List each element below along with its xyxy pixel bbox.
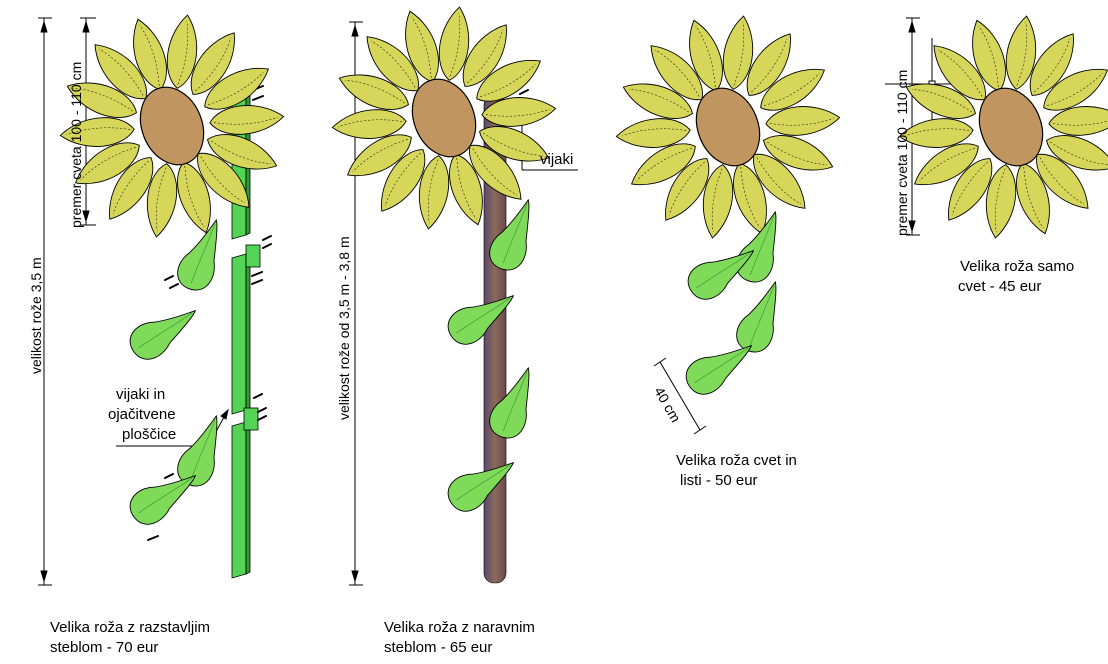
sunflower-head-2 (331, 6, 557, 230)
height-label-natural: velikost rože od 3,5 m - 3,8 m (336, 236, 352, 420)
sunflower-head-3 (615, 15, 841, 239)
caption-stem-split-2: steblom - 70 eur (50, 639, 159, 656)
caption-stem-natural-2: steblom - 65 eur (384, 639, 493, 656)
diameter-label-2: premer cveta 100 - 110 cm (894, 69, 910, 236)
dimension-height-split (38, 17, 52, 586)
leaf-12 (685, 344, 753, 395)
leaf-2 (129, 309, 197, 360)
leaf-10 (687, 249, 755, 300)
dimension-leaf-length (653, 357, 707, 435)
caption-flower-leaves-1: Velika roža cvet in (676, 452, 797, 469)
leaf-11 (736, 280, 777, 353)
caption-stem-split-1: Velika roža z razstavljim (50, 619, 211, 636)
leaf-4 (129, 474, 197, 525)
leaf-3 (177, 414, 218, 487)
leaf-6 (447, 294, 515, 345)
leaf-7 (489, 366, 530, 439)
caption-flower-leaves-2: listi - 50 eur (680, 472, 758, 489)
leaf-5 (489, 198, 530, 271)
annotation-screws: vijaki (540, 151, 574, 168)
caption-flower-only-1: Velika roža samo (960, 258, 1075, 275)
height-label-split: velikost rože 3,5 m (28, 257, 44, 374)
leaf-1 (177, 218, 218, 291)
caption-stem-natural-1: Velika roža z naravnim (384, 619, 535, 636)
sunflower-head-4 (898, 15, 1108, 239)
caption-flower-only-2: cvet - 45 eur (958, 278, 1042, 295)
annotation-screws-plates-2: ojačitvene (108, 406, 176, 423)
diameter-label-1: premer cveta 100 - 110 cm (68, 61, 84, 228)
leaf-9 (736, 210, 777, 283)
leaf-8 (447, 461, 515, 512)
annotation-screws-plates-3: ploščice (122, 426, 177, 443)
annotation-screws-plates-1: vijaki in (116, 386, 166, 403)
sunflower-head-1 (59, 14, 285, 238)
